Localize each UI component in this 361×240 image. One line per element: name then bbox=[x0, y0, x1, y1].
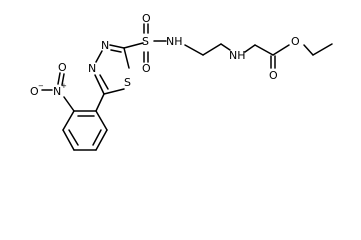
bond-ar3-ar4 bbox=[62, 129, 75, 151]
bond-ch2c-ccarb bbox=[254, 44, 274, 56]
charge-n-nitro: + bbox=[61, 82, 67, 90]
bond-c-o-ester bbox=[272, 44, 290, 56]
atom-n-ring-upper: N bbox=[101, 39, 109, 52]
atom-s-ring: S bbox=[124, 76, 131, 89]
bond-ar2-ar3 bbox=[62, 110, 75, 131]
atom-o-ester: O bbox=[291, 35, 300, 48]
atom-labels: S O O NH NH O O N N S N + O O − bbox=[30, 12, 300, 98]
bond-ar-inner-3 bbox=[92, 129, 102, 146]
bond-n4-n3 bbox=[95, 50, 103, 63]
bond-ch2a-ch2b bbox=[202, 43, 222, 56]
molecule-diagram: S O O NH NH O O N N S N + O O − bbox=[30, 12, 333, 151]
bond-ch2b-nh bbox=[220, 43, 231, 51]
atom-o-sulfonyl-bottom: O bbox=[142, 62, 151, 75]
bond-ar5-ar6 bbox=[95, 129, 108, 151]
bond-n-o-dbl-b bbox=[61, 73, 65, 86]
bond-n3-c2-inner bbox=[110, 49, 122, 53]
bond-nh-ch2c bbox=[244, 44, 256, 53]
atom-o-nitro-double: O bbox=[58, 61, 67, 74]
atom-s-sulfonyl: S bbox=[142, 35, 149, 48]
atom-nh-sulfonamide: NH bbox=[166, 35, 183, 48]
bond-ar2-n-nitro bbox=[63, 96, 75, 112]
atom-nh-amine: NH bbox=[229, 49, 246, 62]
atom-o-carbonyl: O bbox=[269, 69, 278, 82]
bond-ar6-ar1 bbox=[95, 110, 108, 131]
atom-n-ring-lower: N bbox=[88, 62, 96, 75]
bonds bbox=[41, 23, 333, 151]
structure-drawing: S O O NH NH O O N N S N + O O − bbox=[30, 12, 333, 151]
bond-s-ring-c5 bbox=[103, 88, 125, 95]
atom-o-nitro-minus: O bbox=[30, 85, 39, 98]
bond-nh-ch2a bbox=[184, 44, 204, 56]
bond-o-ch2 bbox=[303, 44, 314, 56]
bond-n-o-dbl-a bbox=[57, 72, 61, 85]
bond-ch2-ch3 bbox=[312, 43, 333, 56]
bond-c2-s-sulfonyl bbox=[123, 42, 144, 49]
bond-c5-n4-inner bbox=[99, 74, 109, 90]
bond-n3-c2 bbox=[109, 44, 125, 49]
bond-c5-aryl bbox=[95, 93, 105, 112]
bond-c2-s-ring bbox=[123, 47, 130, 69]
bond-ar-inner-2 bbox=[68, 129, 79, 146]
atom-o-sulfonyl-top: O bbox=[142, 12, 151, 25]
charge-o-nitro: − bbox=[38, 82, 44, 90]
bond-c5-n4 bbox=[94, 74, 105, 95]
atom-n-nitro: N bbox=[53, 85, 61, 98]
